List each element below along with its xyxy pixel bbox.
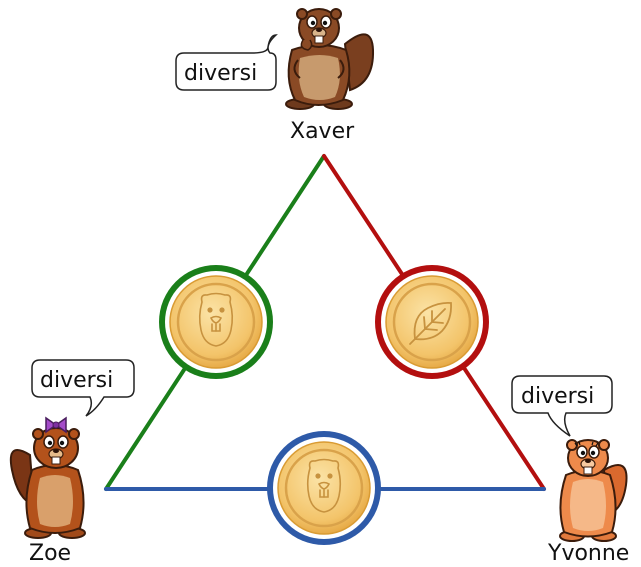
coin-bottom xyxy=(267,431,381,545)
speech-bubble-xaver: diversi xyxy=(175,34,278,91)
speech-text-xaver: diversi xyxy=(184,61,257,86)
speech-text-zoe: diversi xyxy=(40,368,113,393)
speech-bubble-zoe: diversi xyxy=(31,359,135,417)
coin-left xyxy=(159,265,273,379)
speech-bubble-yvonne: diversi xyxy=(511,375,613,437)
speech-text-yvonne: diversi xyxy=(521,384,594,409)
player-name-zoe: Zoe xyxy=(29,541,72,566)
leaf-icon xyxy=(409,301,452,345)
player-name-yvonne: Yvonne xyxy=(548,541,630,566)
beaver-zoe-illustration xyxy=(9,416,86,539)
player-name-xaver: Xaver xyxy=(290,119,355,144)
beaver-yvonne-illustration xyxy=(559,439,628,542)
beaver-xaver-illustration xyxy=(285,8,375,110)
beaver-face-icon xyxy=(306,458,342,513)
beaver-face-icon xyxy=(198,292,234,347)
bow-icon xyxy=(45,416,67,434)
coin-right xyxy=(375,265,489,379)
